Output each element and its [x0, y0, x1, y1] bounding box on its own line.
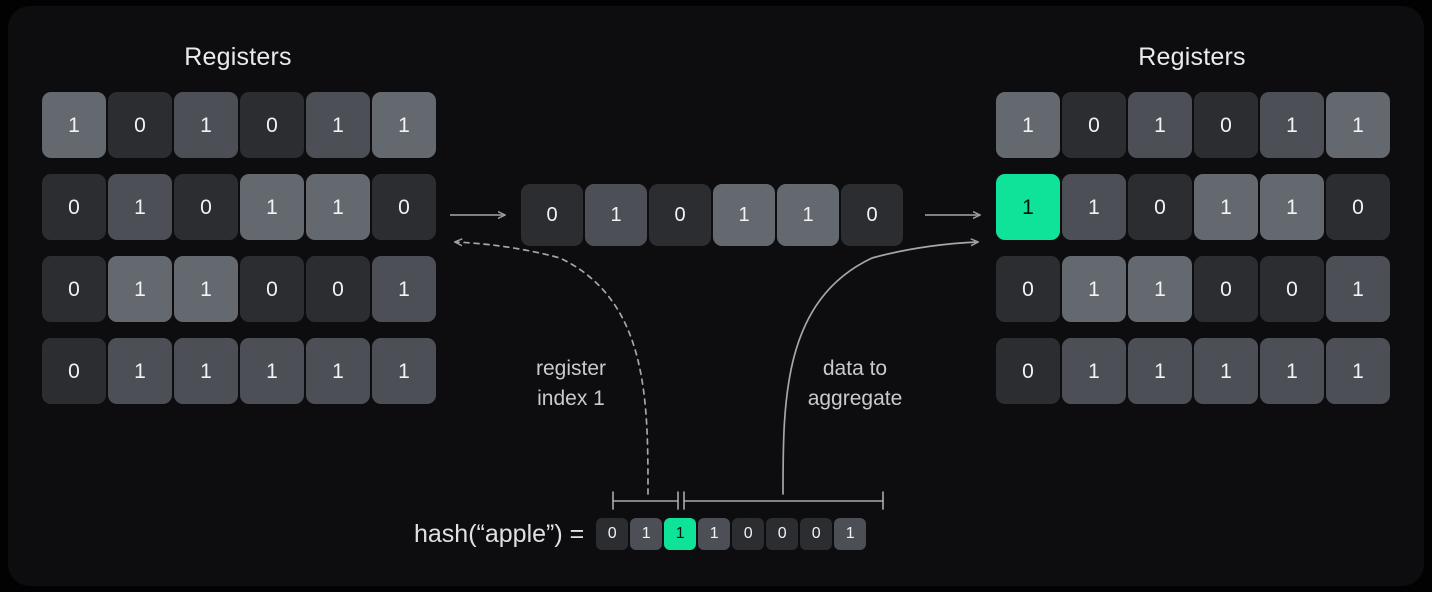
right-register-cell: 1: [1194, 174, 1258, 240]
hash-bit-cell: 1: [698, 518, 731, 550]
left-register-cell: 1: [240, 174, 304, 240]
right-register-cell: 1: [1326, 256, 1390, 322]
left-register-cell: 1: [174, 338, 238, 404]
left-register-cell: 1: [108, 256, 172, 322]
middle-register-cell: 0: [841, 184, 903, 246]
register-index-label: register index 1: [535, 357, 607, 410]
left-register-cell: 1: [108, 174, 172, 240]
left-register-cell: 1: [372, 338, 436, 404]
hash-bit-cell: 1: [664, 518, 697, 550]
right-register-cell: 0: [1194, 92, 1258, 158]
left-register-cell: 1: [240, 338, 304, 404]
right-register-cell: 0: [1194, 256, 1258, 322]
right-register-cell: 1: [1260, 92, 1324, 158]
right-register-cell: 0: [1260, 256, 1324, 322]
right-register-cell: 1: [1128, 256, 1192, 322]
hash-function-label: hash(“apple”) =: [414, 519, 585, 548]
right-register-cell: 1: [1062, 338, 1126, 404]
right-register-cell: 1: [1260, 174, 1324, 240]
right-register-cell: 1: [1062, 174, 1126, 240]
right-register-cell: 1: [996, 92, 1060, 158]
right-register-cell: 0: [1128, 174, 1192, 240]
left-register-cell: 0: [42, 174, 106, 240]
left-register-cell: 1: [306, 174, 370, 240]
right-register-cell: 1: [996, 174, 1060, 240]
right-registers-title: Registers: [1138, 43, 1246, 71]
middle-register-cell: 1: [713, 184, 775, 246]
middle-register-cell: 0: [649, 184, 711, 246]
right-register-cell: 1: [1128, 338, 1192, 404]
left-register-cell: 1: [174, 92, 238, 158]
left-register-cell: 1: [306, 338, 370, 404]
left-register-cell: 1: [372, 92, 436, 158]
right-register-cell: 0: [1062, 92, 1126, 158]
left-register-cell: 0: [240, 92, 304, 158]
middle-register-cell: 1: [585, 184, 647, 246]
right-register-cell: 0: [996, 338, 1060, 404]
left-register-cell: 0: [372, 174, 436, 240]
data-to-aggregate-label: data to aggregate: [807, 357, 903, 410]
left-register-cell: 0: [42, 256, 106, 322]
hash-bit-cell: 0: [800, 518, 833, 550]
left-register-cell: 0: [42, 338, 106, 404]
hash-bit-cell: 0: [732, 518, 765, 550]
right-register-cell: 1: [1326, 338, 1390, 404]
right-register-cell: 1: [1260, 338, 1324, 404]
hash-bit-cell: 0: [596, 518, 629, 550]
right-register-cell: 0: [996, 256, 1060, 322]
left-register-cell: 0: [108, 92, 172, 158]
left-register-cell: 1: [108, 338, 172, 404]
left-register-cell: 1: [174, 256, 238, 322]
left-register-cell: 1: [306, 92, 370, 158]
left-register-cell: 0: [306, 256, 370, 322]
middle-register-cell: 0: [521, 184, 583, 246]
left-register-cell: 0: [240, 256, 304, 322]
right-register-cell: 1: [1128, 92, 1192, 158]
hash-bit-cell: 1: [834, 518, 867, 550]
right-register-cell: 1: [1326, 92, 1390, 158]
left-register-cell: 1: [42, 92, 106, 158]
left-register-cell: 0: [174, 174, 238, 240]
right-register-cell: 1: [1194, 338, 1258, 404]
left-register-cell: 1: [372, 256, 436, 322]
hash-bit-cell: 1: [630, 518, 663, 550]
right-register-cell: 1: [1062, 256, 1126, 322]
right-register-cell: 0: [1326, 174, 1390, 240]
hash-bit-cell: 0: [766, 518, 799, 550]
left-registers-title: Registers: [184, 43, 292, 71]
middle-register-cell: 1: [777, 184, 839, 246]
